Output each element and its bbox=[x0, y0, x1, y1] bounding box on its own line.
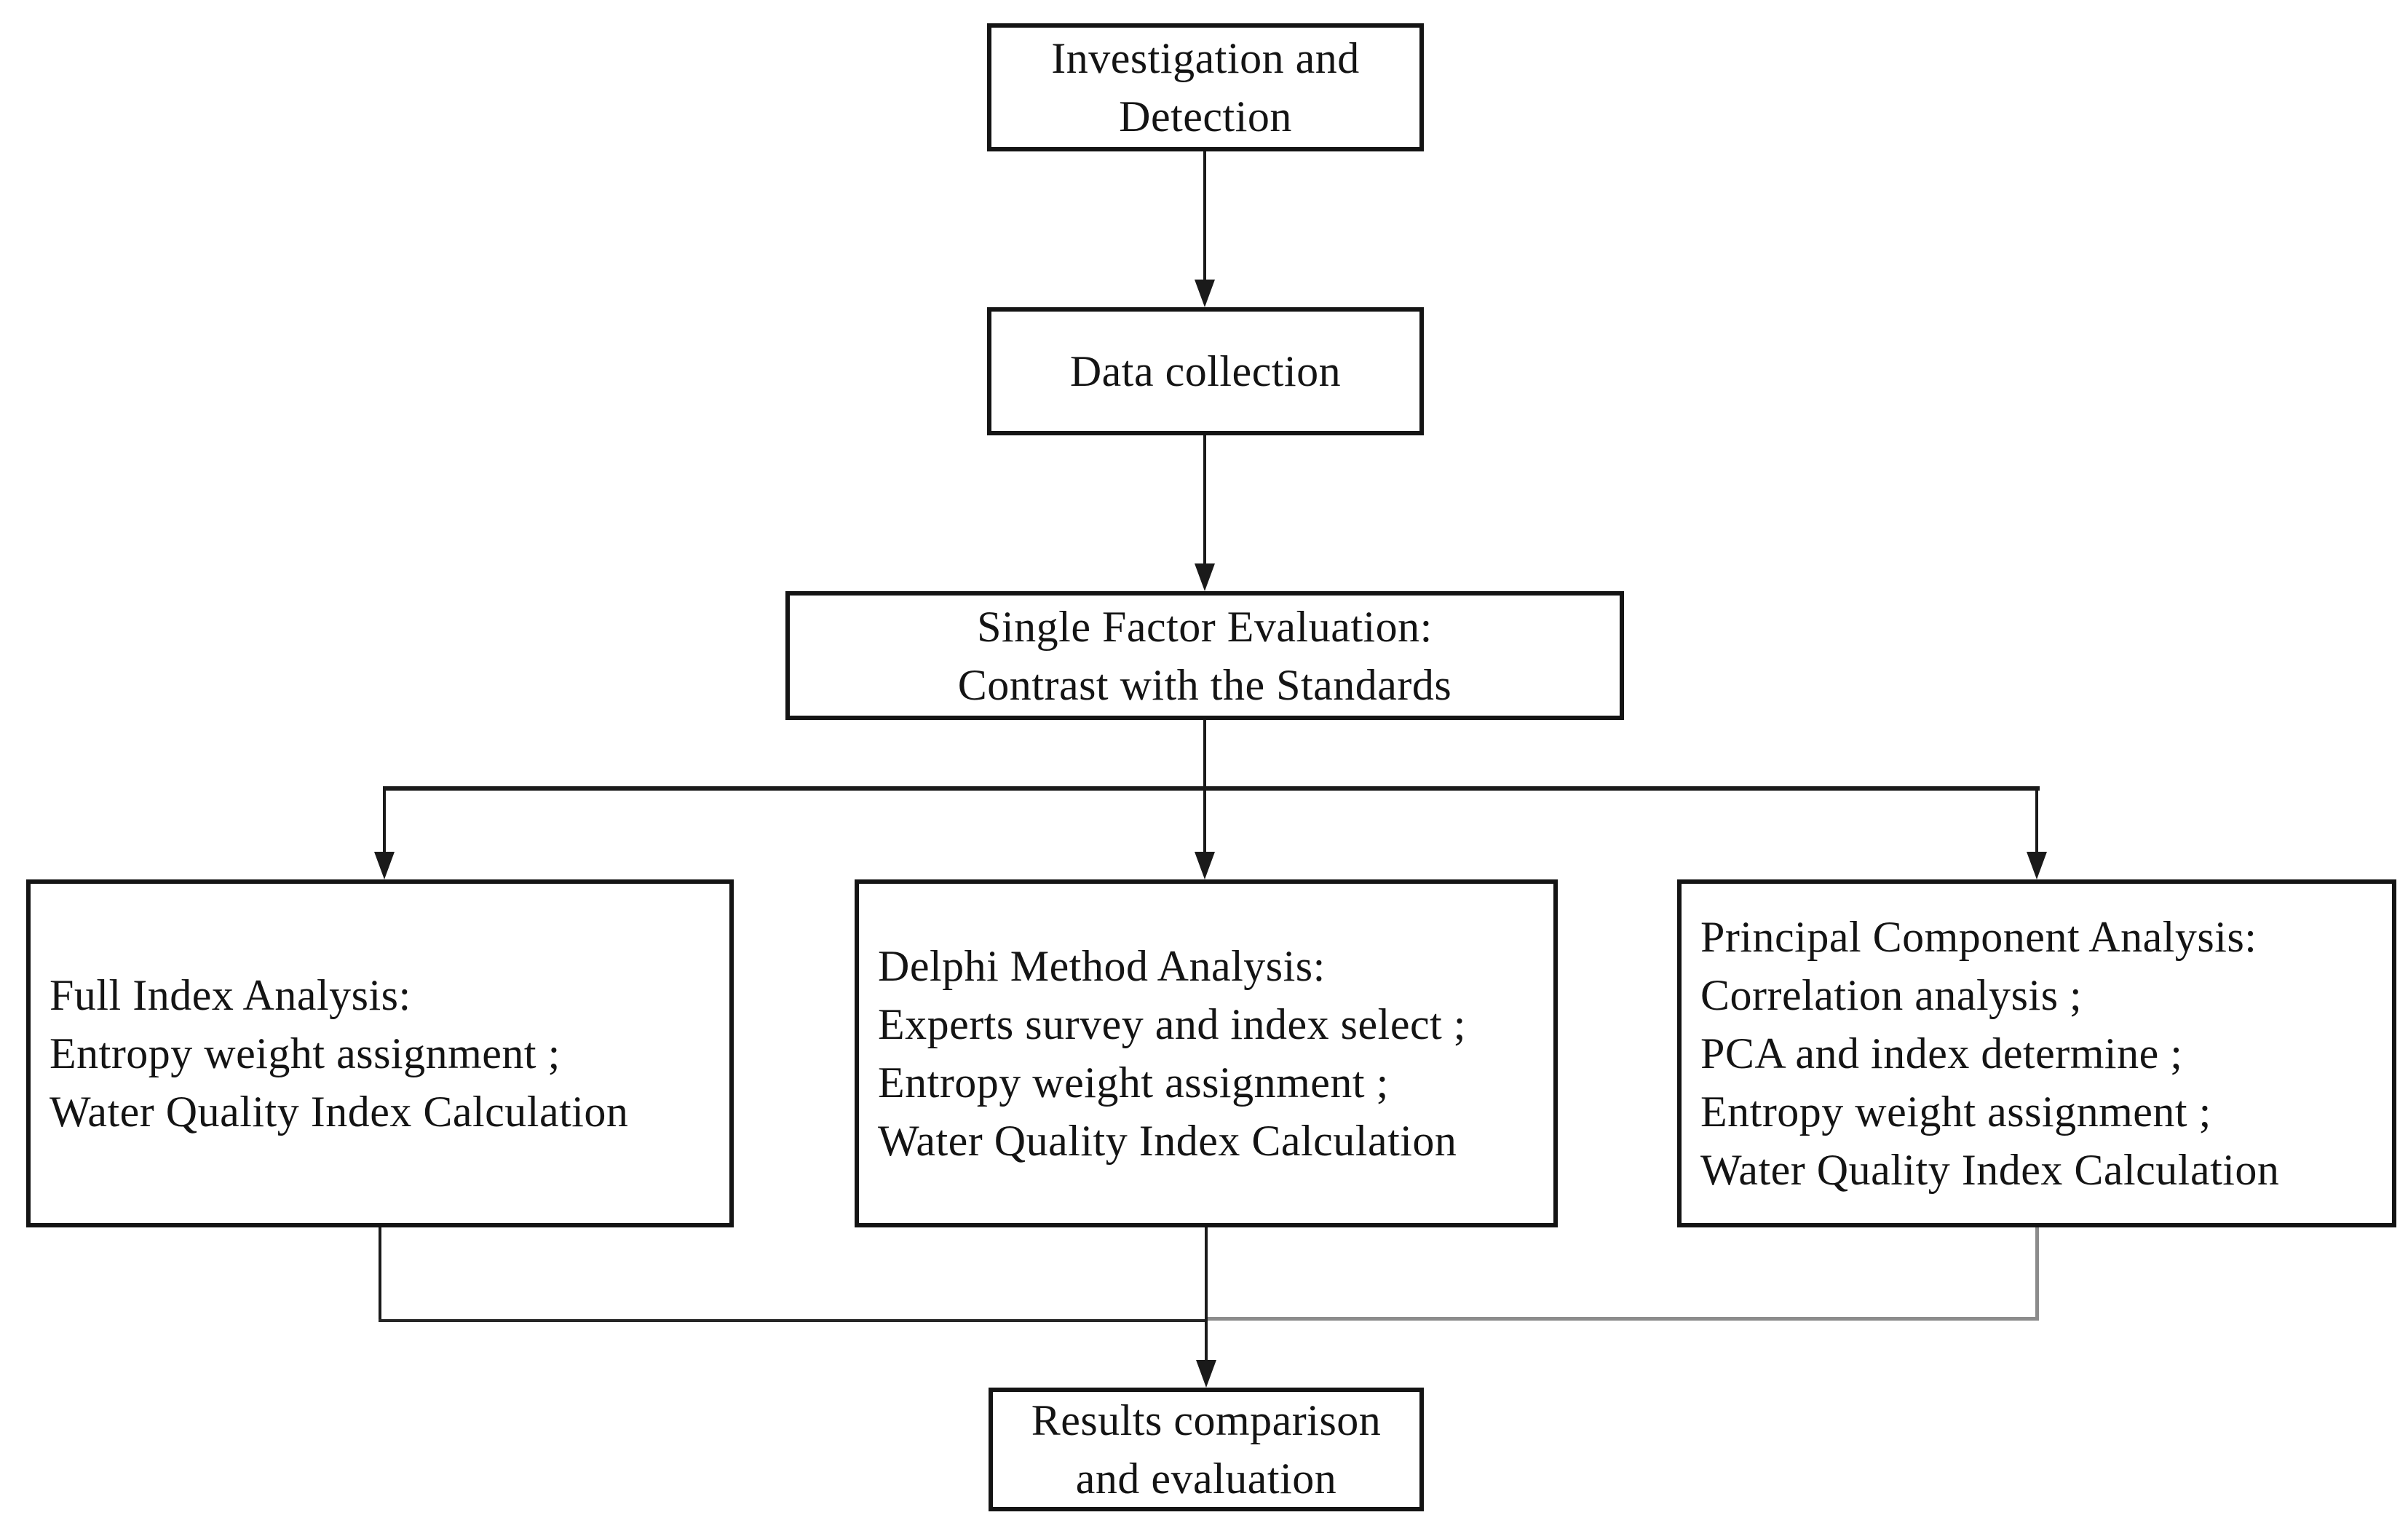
node-data-collection: Data collection bbox=[987, 307, 1424, 435]
node-text-line: Results comparison bbox=[1031, 1396, 1382, 1444]
connector-full-index-to-merge bbox=[379, 1227, 381, 1322]
node-text-line: Entropy weight assignment ; bbox=[878, 1059, 1389, 1107]
arrowhead-down-icon bbox=[1195, 563, 1215, 591]
node-delphi-method-analysis: Delphi Method Analysis: Experts survey a… bbox=[855, 879, 1558, 1227]
node-text-line: Detection bbox=[1119, 92, 1292, 141]
arrowhead-down-icon bbox=[1196, 1360, 1216, 1388]
node-text-line: Principal Component Analysis: bbox=[1700, 913, 2257, 961]
connector-single-factor-stem bbox=[1203, 720, 1206, 789]
node-text-line: Entropy weight assignment ; bbox=[1700, 1088, 2211, 1136]
connector-data-to-single-factor bbox=[1203, 435, 1206, 565]
node-text-line: Delphi Method Analysis: bbox=[878, 942, 1326, 990]
arrowhead-down-icon bbox=[374, 852, 395, 879]
connector-delphi-to-results bbox=[1205, 1227, 1208, 1360]
connector-branch-to-full-index bbox=[383, 791, 386, 853]
node-text-line: Correlation analysis ; bbox=[1700, 971, 2083, 1019]
node-full-index-analysis: Full Index Analysis: Entropy weight assi… bbox=[26, 879, 734, 1227]
node-text-line: and evaluation bbox=[1075, 1455, 1337, 1503]
node-investigation-and-detection: Investigation and Detection bbox=[987, 23, 1424, 151]
connector-branch-to-delphi bbox=[1203, 791, 1206, 853]
connector-pca-to-merge bbox=[2035, 1227, 2039, 1319]
arrowhead-down-icon bbox=[1195, 280, 1215, 307]
node-text-line: Water Quality Index Calculation bbox=[878, 1117, 1457, 1165]
node-text-line: Experts survey and index select ; bbox=[878, 1000, 1466, 1048]
connector-branch-to-pca bbox=[2035, 791, 2038, 853]
node-text-line: Single Factor Evaluation: bbox=[977, 602, 1433, 651]
node-single-factor-evaluation: Single Factor Evaluation: Contrast with … bbox=[785, 591, 1624, 720]
node-text-line: Full Index Analysis: bbox=[49, 971, 411, 1019]
node-principal-component-analysis: Principal Component Analysis: Correlatio… bbox=[1677, 879, 2396, 1227]
node-results-comparison: Results comparison and evaluation bbox=[989, 1388, 1424, 1511]
node-text-line: Data collection bbox=[1069, 347, 1342, 395]
node-text-line: PCA and index determine ; bbox=[1700, 1029, 2183, 1077]
connector-investigation-to-data bbox=[1203, 151, 1206, 281]
node-text-line: Water Quality Index Calculation bbox=[1700, 1146, 2280, 1194]
node-text-line: Contrast with the Standards bbox=[957, 660, 1452, 709]
node-text-line: Water Quality Index Calculation bbox=[49, 1088, 629, 1136]
arrowhead-down-icon bbox=[1195, 852, 1215, 879]
node-text-line: Investigation and bbox=[1051, 34, 1360, 82]
node-text-line: Entropy weight assignment ; bbox=[49, 1029, 561, 1077]
arrowhead-down-icon bbox=[2027, 852, 2047, 879]
connector-merge-rail-left bbox=[379, 1319, 1208, 1322]
connector-branch-rail bbox=[383, 786, 2040, 791]
connector-merge-rail-right bbox=[1205, 1317, 2039, 1321]
